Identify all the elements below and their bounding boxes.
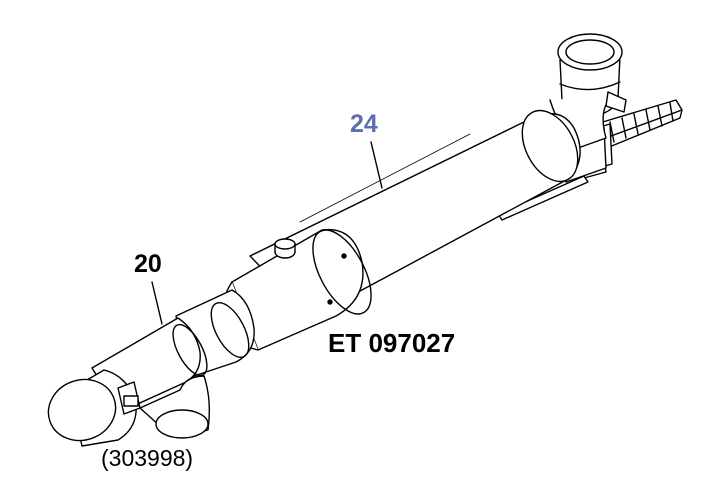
callout-24: 24 [350,110,378,138]
support-strap [497,175,589,221]
rear-outlet-pipe [549,33,627,149]
leader-lines [151,141,383,325]
part-reference: (303998) [101,445,194,471]
front-inlet [47,378,117,442]
pipe-elbow [139,375,211,439]
drawing-code: ET 097027 [328,328,456,358]
callout-20: 20 [134,250,162,278]
